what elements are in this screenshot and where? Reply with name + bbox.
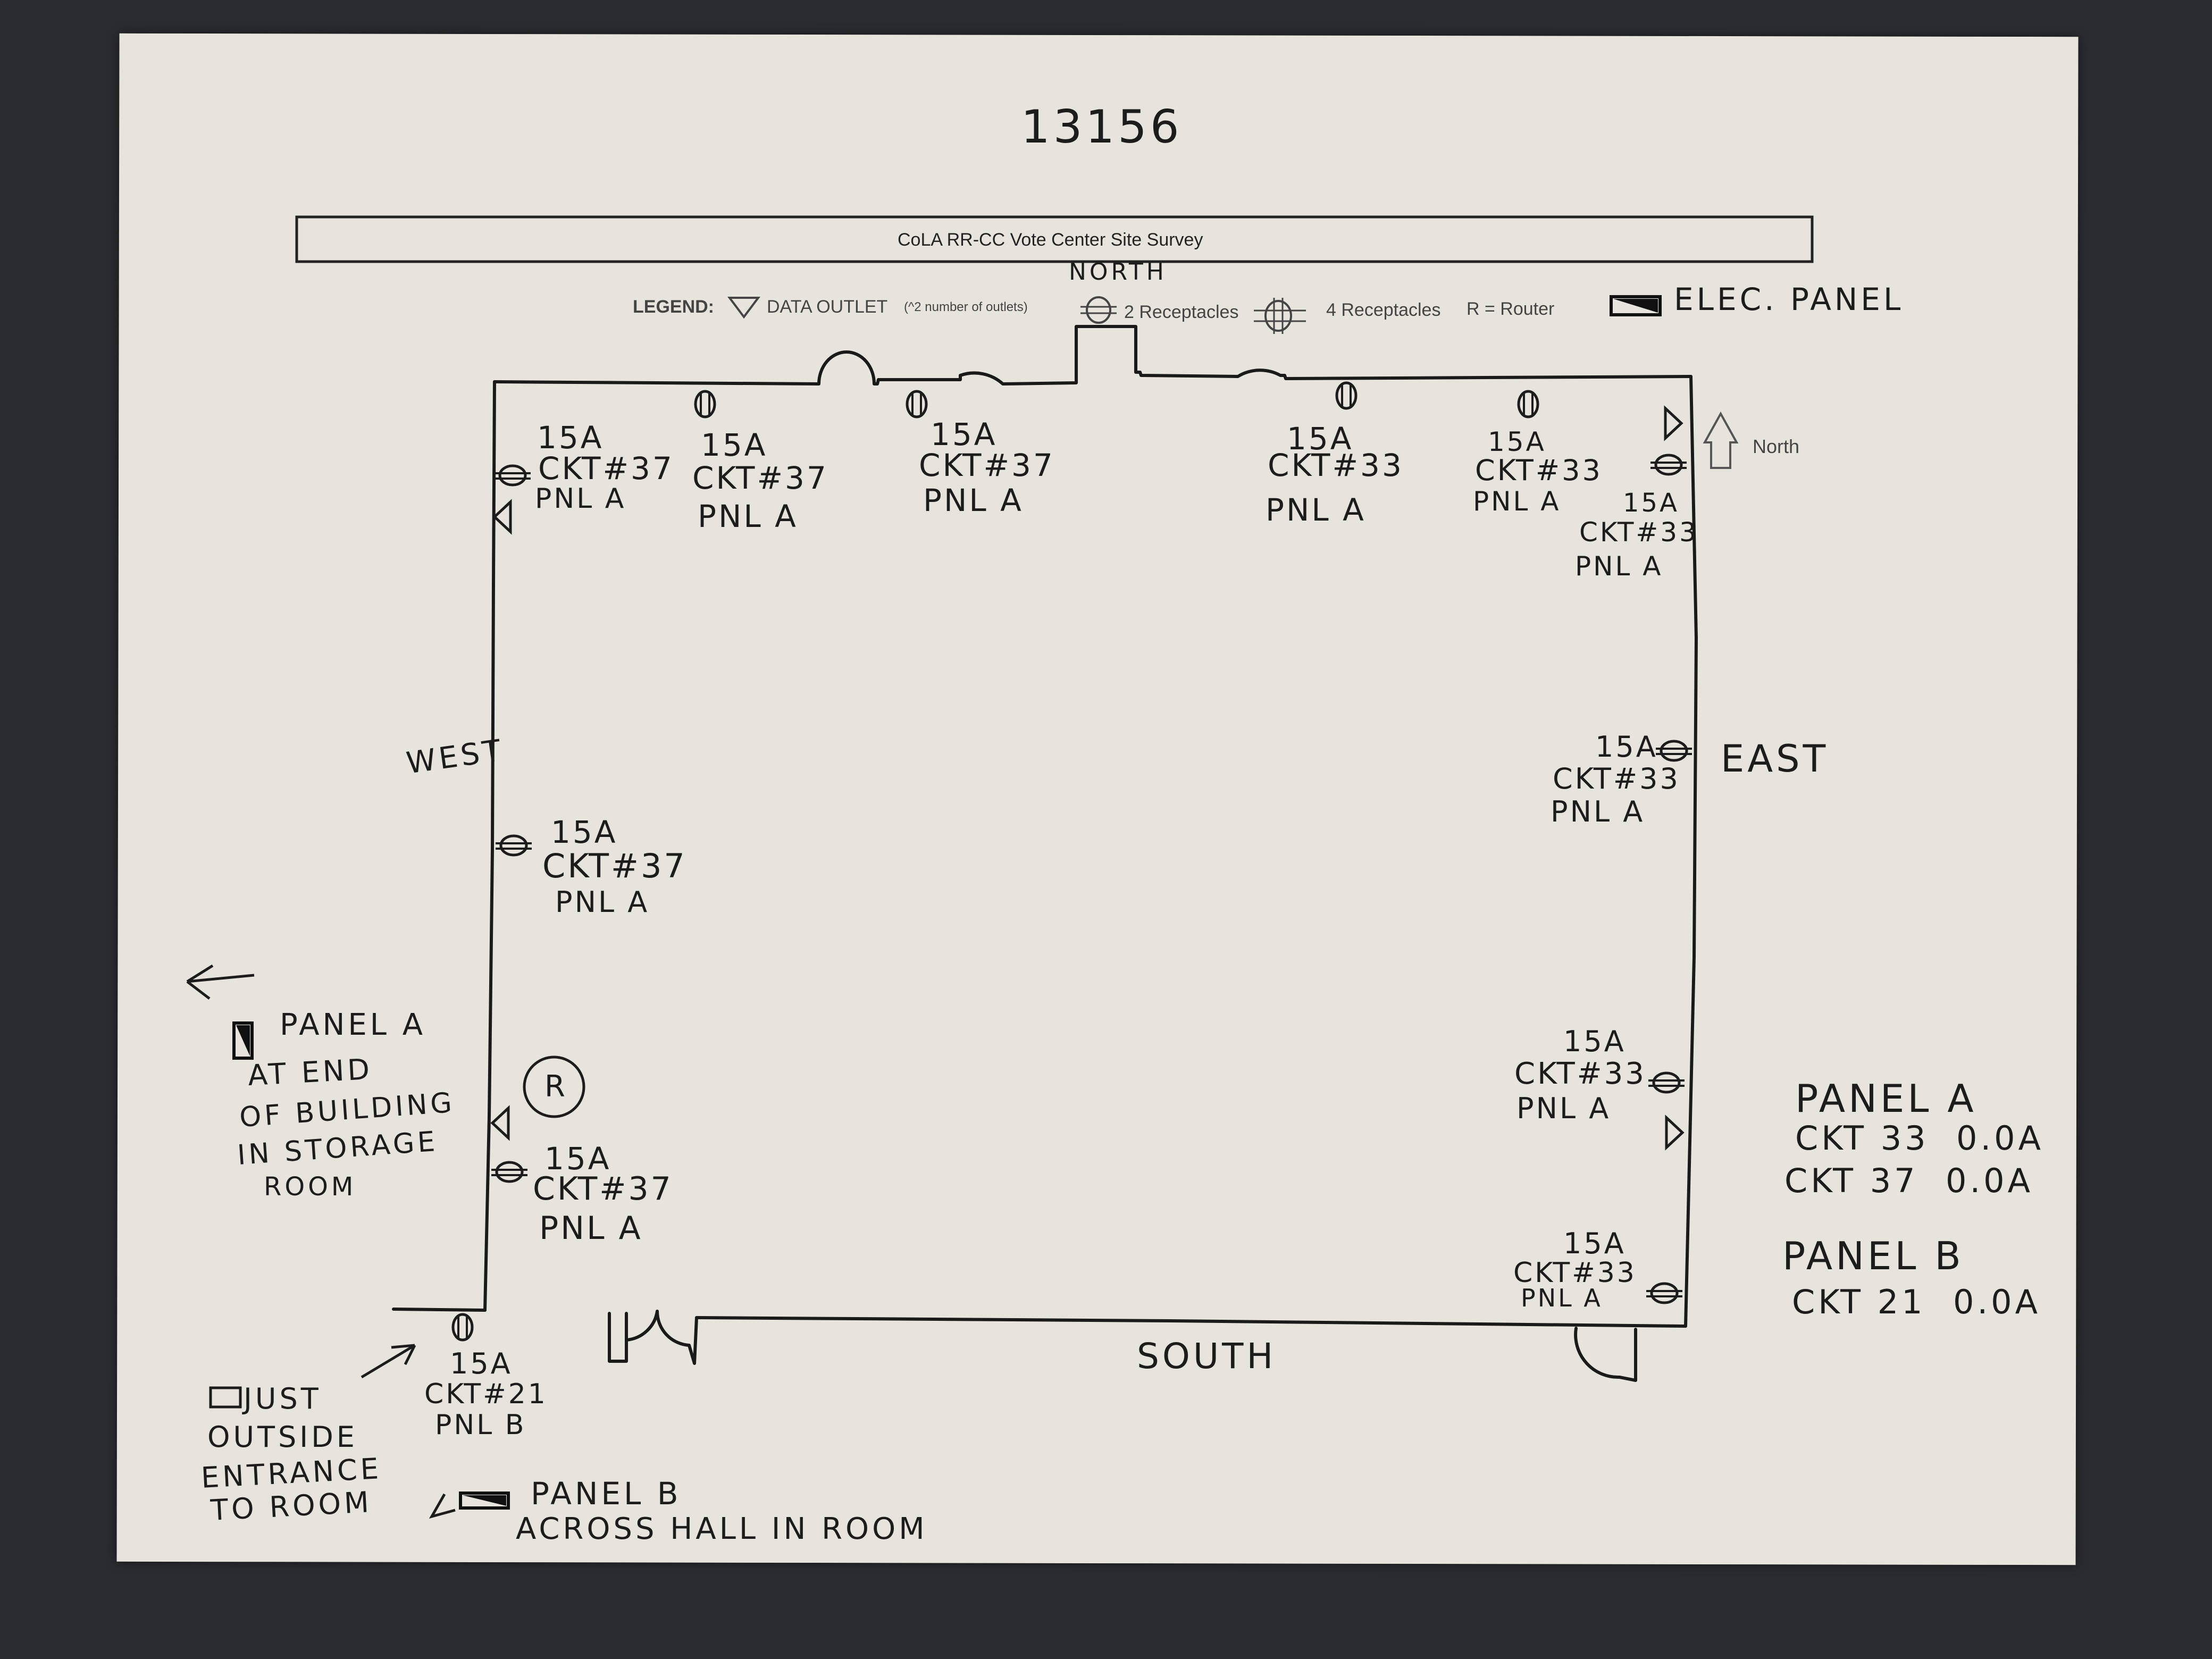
legend-data-outlet-note: (^2 number of outlets) [904, 300, 1028, 314]
outlet-label-amp: 15A [1287, 421, 1354, 457]
receptacle-icon [453, 1314, 472, 1340]
panel-b-icon [459, 1492, 510, 1510]
data-outlet-legend-icon [727, 297, 760, 319]
outlet-label-ckt: CKT#33 [1475, 454, 1603, 487]
receptacle-icon [1337, 383, 1356, 408]
outlet-label-pnl: PNL A [555, 885, 650, 919]
outlet-label-ckt: CKT#21 [424, 1378, 548, 1410]
legend-two-receptacles: 2 Receptacles [1124, 302, 1239, 322]
outlet-label-amp: 15A [1563, 1227, 1626, 1260]
outlet-label-pnl: PNL A [1266, 492, 1366, 528]
receptacle-icon [491, 1162, 527, 1182]
receptacle-icon [1519, 391, 1538, 417]
outlet-label-ckt: CKT#33 [1268, 447, 1404, 483]
outlet-label-pnl: PNL B [435, 1409, 526, 1441]
outside-note-line: JUST [244, 1382, 322, 1415]
outlet-label-amp: 15A [537, 420, 604, 456]
legend-router: R = Router [1467, 299, 1555, 319]
two-receptacle-legend-icon [1080, 296, 1117, 324]
receptacle-icon [495, 466, 531, 485]
outlet-label-amp: 15A [1563, 1025, 1626, 1058]
outlet-label-pnl: PNL A [923, 482, 1024, 518]
outlet-label-amp: 15A [1488, 426, 1546, 457]
survey-title: CoLA RR-CC Vote Center Site Survey [898, 230, 1203, 250]
outside-note-line: OUTSIDE [207, 1420, 358, 1454]
outlet-label-ckt: CKT#33 [1513, 1257, 1637, 1289]
outlet-label-amp: 15A [1623, 488, 1679, 518]
summary-ckt37: CKT 37 0.0A [1784, 1161, 2034, 1200]
panel-a-note-line: AT END [247, 1052, 374, 1093]
south-label: SOUTH [1137, 1336, 1277, 1377]
outlet-label-amp: 15A [701, 427, 768, 463]
outlet-label-ckt: CKT#37 [542, 847, 687, 885]
summary-ckt21: CKT 21 0.0A [1792, 1283, 2041, 1321]
page-number: 13156 [1021, 100, 1183, 154]
north-arrow-icon [1703, 411, 1739, 469]
panel-a-note-line: ROOM [264, 1172, 357, 1202]
title-box [295, 215, 1814, 263]
outlet-label-amp: 15A [551, 814, 618, 850]
outlet-label-ckt: CKT#37 [533, 1170, 673, 1208]
outlet-label-pnl: PNL A [1521, 1284, 1603, 1312]
outlet-label-pnl: PNL A [1473, 486, 1561, 517]
outlet-label-amp: 15A [544, 1141, 611, 1177]
four-receptacle-legend-icon [1254, 298, 1306, 334]
receptacle-icon [1656, 741, 1692, 760]
panel-a-icon [232, 1021, 254, 1060]
panel-b-note-line: PANEL B [531, 1476, 682, 1512]
receptacle-icon [1646, 1284, 1682, 1303]
data-outlet-icon [1666, 1118, 1682, 1147]
pointer-arrow-icon [361, 1344, 416, 1379]
panel-a-note-line: PANEL A [280, 1008, 426, 1042]
data-outlet-icon [495, 502, 510, 532]
panel-b-note-line: ACROSS HALL IN ROOM [516, 1512, 928, 1546]
outlet-label-amp: 15A [450, 1347, 513, 1380]
north-arrow-label: North [1753, 435, 1800, 457]
down-left-arrow-icon [429, 1493, 456, 1519]
receptacle-icon [907, 391, 926, 417]
summary-panel-b: PANEL B [1782, 1234, 1964, 1278]
outside-note-line: TO ROOM [210, 1485, 373, 1527]
outlet-label-ckt: CKT#33 [1514, 1057, 1646, 1091]
router-marker [523, 1055, 585, 1118]
legend-four-receptacles: 4 Receptacles [1326, 300, 1441, 320]
outlet-label-ckt: CKT#37 [692, 460, 828, 496]
outlet-label-ckt: CKT#37 [538, 450, 674, 487]
receptacle-icon [696, 391, 715, 417]
east-label: EAST [1721, 737, 1829, 781]
outlet-label-pnl: PNL A [698, 498, 798, 534]
outlet-label-pnl: PNL A [539, 1210, 643, 1247]
legend-data-outlet: DATA OUTLET [767, 297, 888, 317]
receptacle-icon [496, 836, 532, 855]
outlet-label-ckt: CKT#33 [1579, 517, 1698, 548]
legend-label: LEGEND: [633, 297, 714, 317]
outlet-label-pnl: PNL A [1551, 795, 1645, 828]
receptacle-icon [1648, 1073, 1685, 1092]
router-label: R [544, 1069, 568, 1104]
outlet-label-pnl: PNL A [1516, 1092, 1611, 1125]
receptacle-icon [1650, 455, 1687, 474]
left-arrow-icon [186, 964, 255, 1000]
outlet-label-amp: 15A [931, 416, 998, 453]
summary-panel-a: PANEL A [1795, 1076, 1977, 1121]
summary-ckt33: CKT 33 0.0A [1795, 1119, 2045, 1158]
outlet-label-amp: 15A [1595, 730, 1658, 764]
north-label: NORTH [1069, 258, 1167, 286]
legend-elec-panel: ELEC. PANEL [1674, 281, 1904, 317]
data-outlet-icon [492, 1108, 508, 1138]
outlet-label-ckt: CKT#37 [919, 447, 1055, 483]
outlet-label-ckt: CKT#33 [1553, 762, 1680, 795]
elec-panel-legend-icon [1610, 295, 1662, 316]
scribble-mark [209, 1386, 242, 1409]
outlet-label-pnl: PNL A [535, 483, 626, 515]
data-outlet-icon [1665, 408, 1681, 438]
outlet-label-pnl: PNL A [1575, 551, 1663, 582]
